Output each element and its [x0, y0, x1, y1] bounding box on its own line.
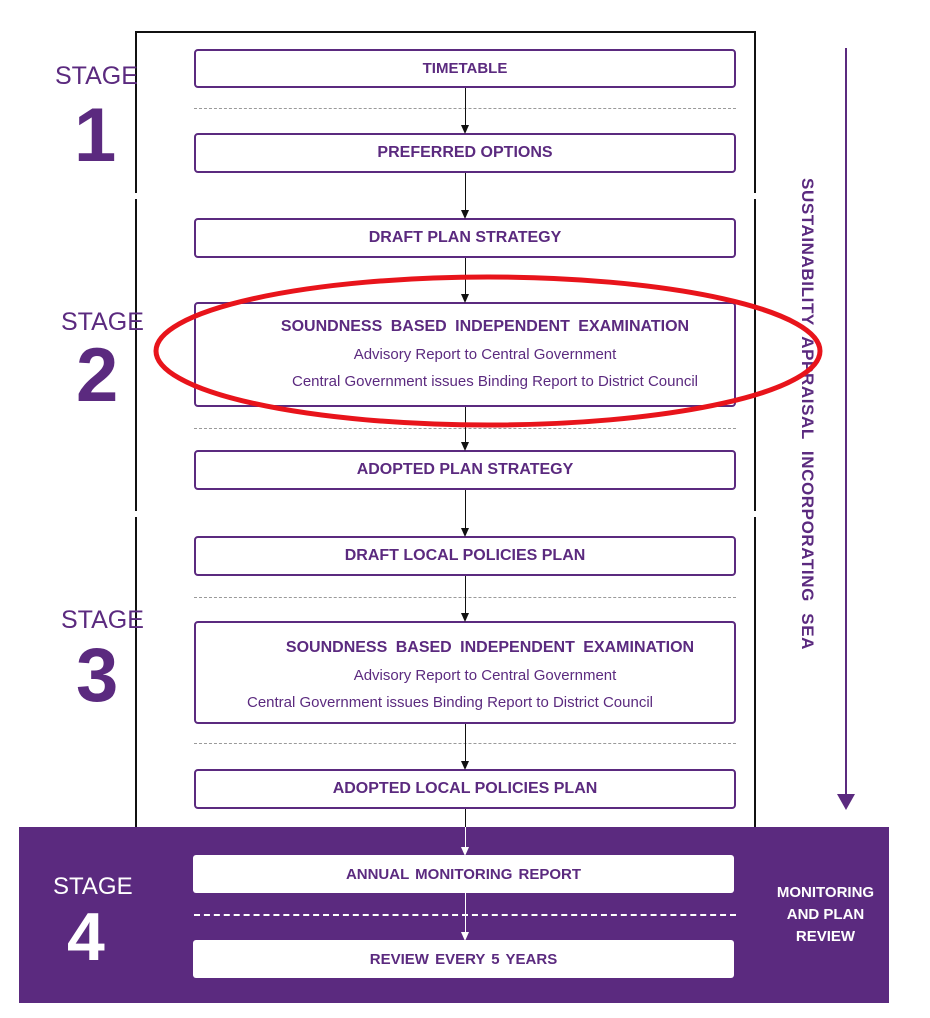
- stage-frame-top: [136, 31, 756, 33]
- adopted-local-policies-plan-box: ADOPTED LOCAL POLICIES PLAN: [194, 769, 736, 809]
- monitoring-and-plan-review-label: MONITORING AND PLAN REVIEW: [753, 882, 898, 948]
- flow-arrow: [460, 827, 469, 856]
- stage1-right-bracket: [754, 31, 756, 193]
- annual-monitoring-report-box: ANNUAL MONITORING REPORT: [193, 855, 734, 893]
- examination-box-stage-2: SOUNDNESS BASED INDEPENDENT EXAMINATION …: [194, 302, 736, 407]
- highlight-ellipse-shape: [153, 274, 823, 428]
- examination-title: SOUNDNESS BASED INDEPENDENT EXAMINATION: [280, 318, 690, 335]
- draft-plan-strategy-box: DRAFT PLAN STRATEGY: [194, 218, 736, 258]
- stage-1-number: 1: [74, 93, 117, 178]
- stage-2-number: 2: [76, 333, 119, 418]
- flow-arrow: [460, 576, 469, 622]
- examination-line-2: Central Government issues Binding Report…: [291, 373, 698, 390]
- stage3-right-bracket: [754, 517, 756, 827]
- stage2-right-bracket: [754, 199, 756, 511]
- preferred-options-box: PREFERRED OPTIONS: [194, 133, 736, 173]
- review-every-5-years-box: REVIEW EVERY 5 YEARS: [193, 940, 734, 978]
- timetable-box: TIMETABLE: [194, 49, 736, 88]
- stage-4-number: 4: [67, 899, 105, 975]
- flow-arrow: [460, 724, 469, 770]
- examination-title: SOUNDNESS BASED INDEPENDENT EXAMINATION: [285, 639, 695, 656]
- stage-3-label: STAGE: [61, 606, 144, 634]
- flow-arrow: [460, 490, 469, 537]
- stage-1-label: STAGE: [55, 62, 138, 90]
- flow-arrow: [460, 407, 469, 451]
- draft-local-policies-plan-box: DRAFT LOCAL POLICIES PLAN: [194, 536, 736, 576]
- stage2-left-bracket: [135, 199, 137, 511]
- adopted-plan-strategy-box: ADOPTED PLAN STRATEGY: [194, 450, 736, 490]
- examination-line-2: Central Government issues Binding Report…: [246, 694, 653, 711]
- examination-line-1: Advisory Report to Central Government: [353, 346, 617, 363]
- examination-line-1: Advisory Report to Central Government: [353, 667, 617, 684]
- stage-2-label: STAGE: [61, 308, 144, 336]
- flow-arrow: [460, 88, 469, 134]
- stage3-left-bracket: [135, 517, 137, 827]
- monitoring-label-line-2: AND PLAN: [786, 906, 865, 923]
- monitoring-label-line-1: MONITORING: [776, 884, 875, 901]
- stage-4-label: STAGE: [53, 873, 133, 900]
- sustainability-arrow-head: [837, 794, 855, 810]
- examination-box-stage-3: SOUNDNESS BASED INDEPENDENT EXAMINATION …: [194, 621, 736, 724]
- stage1-left-bracket: [135, 31, 137, 193]
- flow-arrow: [460, 173, 469, 219]
- stage-3-number: 3: [76, 633, 119, 718]
- flow-line: [465, 809, 466, 827]
- sustainability-arrow-line: [845, 48, 847, 796]
- monitoring-label-line-3: REVIEW: [795, 928, 856, 945]
- flow-arrow: [460, 893, 469, 941]
